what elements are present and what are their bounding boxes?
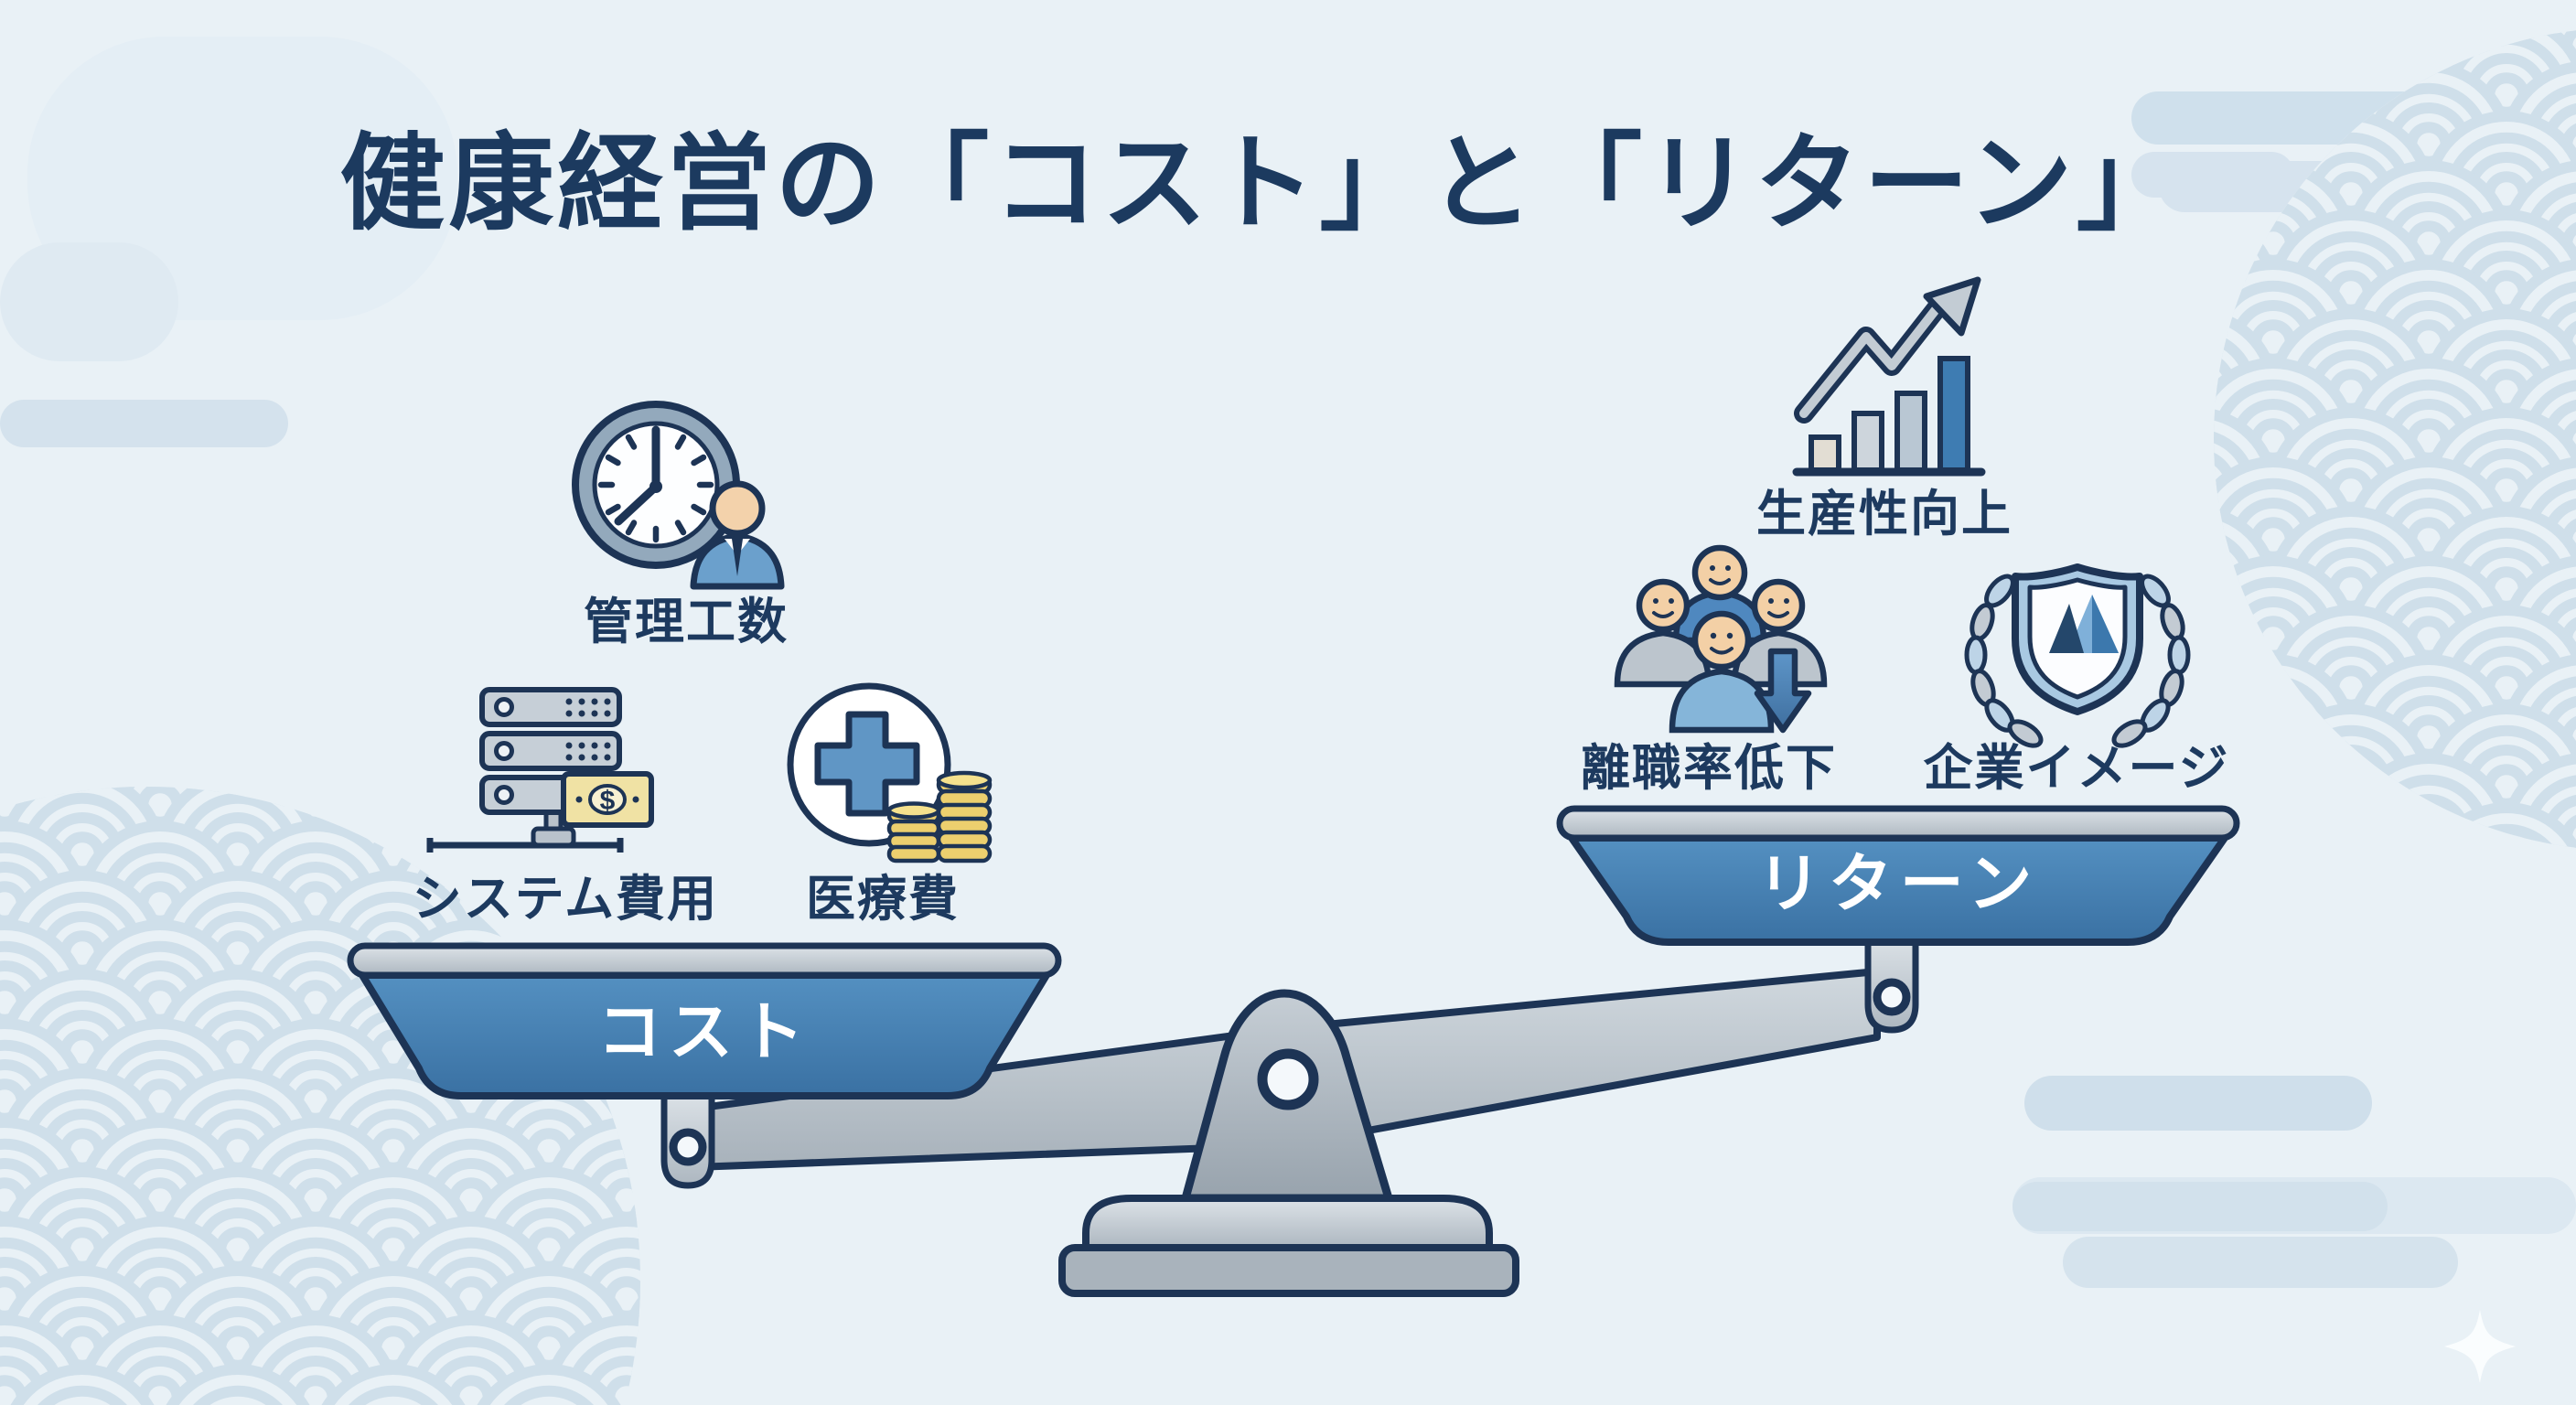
cost-item-label: 医療費 bbox=[806, 872, 960, 927]
left-pan-stem bbox=[660, 1087, 715, 1189]
balance-scale: コスト リターン bbox=[347, 805, 2240, 1297]
clock-person-icon bbox=[572, 401, 785, 590]
page-title: 健康経営の「コスト」と「リターン」 bbox=[339, 125, 2184, 242]
medical-cross-coins-icon bbox=[787, 682, 993, 863]
fulcrum-pivot-hole bbox=[1257, 1048, 1319, 1110]
return-item-productivity: 生産性向上 bbox=[1756, 276, 2012, 542]
fulcrum-cap bbox=[1082, 1195, 1493, 1251]
return-item-label: 企業イメージ bbox=[1924, 741, 2230, 796]
dollar-sign: $ bbox=[600, 786, 616, 816]
growth-bar-chart-icon bbox=[1792, 276, 1986, 477]
people-down-arrow-icon bbox=[1614, 544, 1828, 734]
cost-item-management-hours: 管理工数 bbox=[572, 401, 789, 649]
return-item-corporate-image: 企業イメージ bbox=[1924, 563, 2230, 796]
cost-pan: コスト bbox=[347, 942, 1062, 1099]
return-item-turnover-drop: 離職率低下 bbox=[1581, 544, 1837, 796]
dollar-bill-icon: $ bbox=[561, 771, 654, 828]
fulcrum-base bbox=[1058, 1244, 1519, 1297]
return-item-label: 生産性向上 bbox=[1756, 487, 2012, 542]
return-pan: リターン bbox=[1556, 805, 2240, 946]
cloud-decorations bbox=[0, 37, 2576, 1288]
return-pan-label: リターン bbox=[1757, 848, 2040, 919]
growth-arrow bbox=[1794, 276, 1981, 424]
cost-item-system-cost: $ システム費用 bbox=[413, 687, 718, 927]
server-money-icon: $ bbox=[426, 687, 654, 853]
shield-laurel-icon bbox=[1964, 563, 2191, 748]
return-item-label: 離職率低下 bbox=[1581, 741, 1837, 796]
mountain-logo bbox=[2049, 595, 2119, 653]
cost-item-medical-cost: 医療費 bbox=[787, 682, 993, 927]
down-arrow-icon bbox=[1754, 648, 1812, 734]
cost-pan-label: コスト bbox=[597, 996, 811, 1067]
coin-stacks bbox=[886, 770, 993, 863]
laurel-wreath bbox=[1964, 574, 2191, 748]
scale-fulcrum bbox=[1058, 989, 1519, 1297]
cost-item-label: 管理工数 bbox=[584, 595, 789, 649]
sparkle-icon bbox=[2444, 1310, 2516, 1383]
cost-item-label: システム費用 bbox=[413, 872, 718, 927]
right-pan-stem bbox=[1864, 931, 1919, 1034]
